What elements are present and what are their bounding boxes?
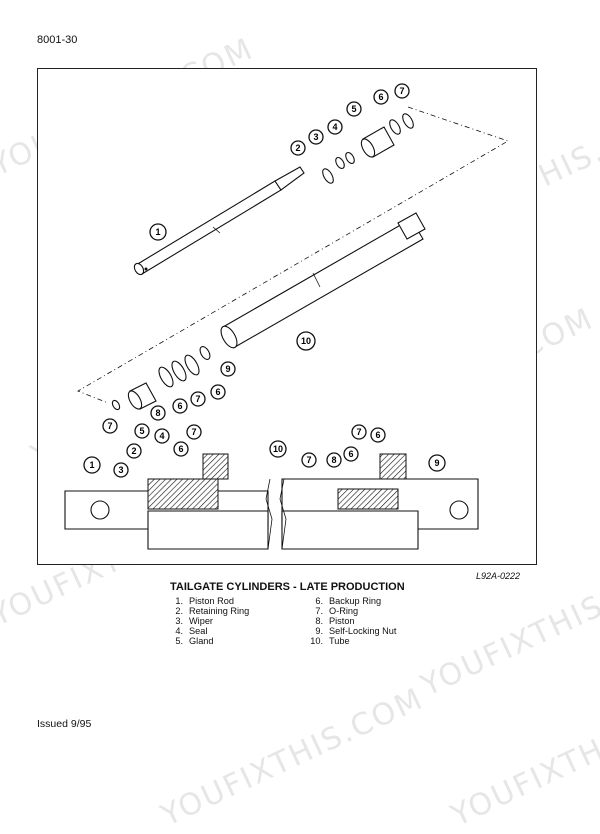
svg-text:3: 3 bbox=[118, 465, 123, 475]
legend-item: 7.O-Ring bbox=[315, 606, 359, 616]
callout-7-o-ring: 7 bbox=[190, 391, 206, 407]
svg-text:7: 7 bbox=[107, 421, 112, 431]
svg-text:6: 6 bbox=[348, 449, 353, 459]
svg-text:1: 1 bbox=[89, 460, 94, 470]
watermark: YOUFIXTHIS.COM bbox=[445, 681, 600, 834]
svg-text:7: 7 bbox=[191, 427, 196, 437]
callout-1-piston-rod: 1 bbox=[83, 456, 101, 474]
callout-1-piston-rod: 1 bbox=[149, 223, 167, 241]
callout-8-piston: 8 bbox=[326, 452, 342, 468]
svg-text:9: 9 bbox=[434, 458, 439, 468]
section-view-drawing bbox=[64, 453, 479, 550]
callout-4-seal: 4 bbox=[327, 119, 343, 135]
callout-2-retaining-ring: 2 bbox=[126, 443, 142, 459]
svg-text:8: 8 bbox=[331, 455, 336, 465]
svg-text:2: 2 bbox=[295, 143, 300, 153]
piston-ring-set-drawing bbox=[111, 346, 211, 411]
callout-6-backup-ring: 6 bbox=[173, 441, 189, 457]
parts-legend: 1.Piston Rod 2.Retaining Ring 3.Wiper 4.… bbox=[168, 596, 428, 646]
callout-5-gland: 5 bbox=[134, 423, 150, 439]
svg-text:6: 6 bbox=[177, 401, 182, 411]
legend-item: 3.Wiper bbox=[175, 616, 213, 626]
callout-3-wiper: 3 bbox=[113, 462, 129, 478]
callout-7-o-ring: 7 bbox=[351, 424, 367, 440]
callout-8-piston: 8 bbox=[150, 405, 166, 421]
callout-6-backup-ring: 6 bbox=[172, 398, 188, 414]
issue-date: Issued 9/95 bbox=[37, 718, 92, 730]
figure-caption: TAILGATE CYLINDERS - LATE PRODUCTION bbox=[170, 581, 405, 593]
legend-item: 8.Piston bbox=[315, 616, 355, 626]
cylinder-illustration: 1 2 3 4 5 6 7 10 9 6 7 6 8 7 1 2 3 5 4 6… bbox=[64, 83, 509, 550]
legend-item: 1.Piston Rod bbox=[175, 596, 234, 606]
legend-item: 9.Self-Locking Nut bbox=[315, 626, 397, 636]
svg-text:3: 3 bbox=[313, 132, 318, 142]
svg-text:6: 6 bbox=[375, 430, 380, 440]
legend-item: 4.Seal bbox=[175, 626, 208, 636]
callout-6-backup-ring: 6 bbox=[373, 89, 389, 105]
svg-text:7: 7 bbox=[195, 394, 200, 404]
gland-ring-set-drawing bbox=[322, 113, 414, 184]
page-number: 8001-30 bbox=[37, 34, 78, 46]
legend-item: 2.Retaining Ring bbox=[175, 606, 250, 616]
svg-text:10: 10 bbox=[273, 444, 283, 454]
callout-6-backup-ring: 6 bbox=[370, 427, 386, 443]
callout-3-wiper: 3 bbox=[308, 129, 324, 145]
svg-text:9: 9 bbox=[225, 364, 230, 374]
svg-text:1: 1 bbox=[155, 227, 160, 237]
callout-10-tube: 10 bbox=[269, 440, 287, 458]
exploded-view-figure: 1 2 3 4 5 6 7 10 9 6 7 6 8 7 1 2 3 5 4 6… bbox=[37, 68, 537, 565]
svg-text:7: 7 bbox=[399, 86, 404, 96]
legend-item: 5.Gland bbox=[175, 636, 214, 646]
svg-text:10: 10 bbox=[301, 336, 311, 346]
callout-9-self-locking-nut: 9 bbox=[428, 454, 446, 472]
svg-text:6: 6 bbox=[178, 444, 183, 454]
svg-text:5: 5 bbox=[139, 426, 144, 436]
svg-text:6: 6 bbox=[378, 92, 383, 102]
legend-item: 6.Backup Ring bbox=[315, 596, 382, 606]
callout-7-o-ring: 7 bbox=[186, 424, 202, 440]
watermark: YOUFIXTHIS.COM bbox=[155, 681, 430, 834]
assembly-axis-line bbox=[77, 106, 509, 404]
svg-text:2: 2 bbox=[131, 446, 136, 456]
svg-text:4: 4 bbox=[332, 122, 337, 132]
callout-9-self-locking-nut: 9 bbox=[220, 361, 236, 377]
callout-7-o-ring: 7 bbox=[394, 83, 410, 99]
callout-6-backup-ring: 6 bbox=[210, 384, 226, 400]
piston-rod-drawing bbox=[133, 166, 305, 276]
tube-drawing bbox=[220, 212, 426, 349]
callout-2-retaining-ring: 2 bbox=[290, 140, 306, 156]
callout-10-tube: 10 bbox=[296, 331, 316, 351]
callout-6-backup-ring: 6 bbox=[343, 446, 359, 462]
svg-text:8: 8 bbox=[155, 408, 160, 418]
svg-text:6: 6 bbox=[215, 387, 220, 397]
svg-text:4: 4 bbox=[159, 431, 164, 441]
callout-7-o-ring: 7 bbox=[102, 418, 118, 434]
svg-text:5: 5 bbox=[351, 104, 356, 114]
callout-4-seal: 4 bbox=[154, 428, 170, 444]
svg-text:7: 7 bbox=[356, 427, 361, 437]
legend-item: 10.Tube bbox=[310, 636, 350, 646]
callout-5-gland: 5 bbox=[346, 101, 362, 117]
figure-reference: L92A-0222 bbox=[476, 571, 521, 581]
svg-text:7: 7 bbox=[306, 455, 311, 465]
callout-7-o-ring: 7 bbox=[301, 452, 317, 468]
